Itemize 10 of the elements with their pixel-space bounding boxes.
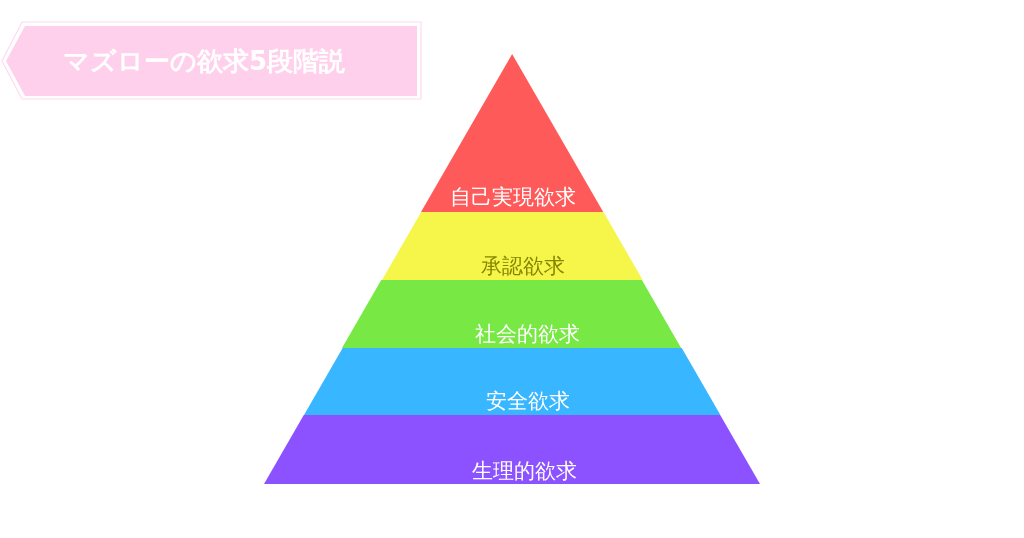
- level-label: 安全欲求: [486, 389, 570, 413]
- pyramid-level: [342, 280, 682, 348]
- pyramid-level: [420, 54, 604, 212]
- pyramid-level: [264, 415, 760, 484]
- level-label: 自己実現欲求: [450, 185, 576, 209]
- pyramid-level: [303, 348, 721, 415]
- level-label: 生理的欲求: [471, 459, 577, 483]
- level-label: 社会的欲求: [475, 322, 581, 346]
- pyramid-level: [381, 212, 643, 280]
- level-label: 承認欲求: [481, 254, 565, 278]
